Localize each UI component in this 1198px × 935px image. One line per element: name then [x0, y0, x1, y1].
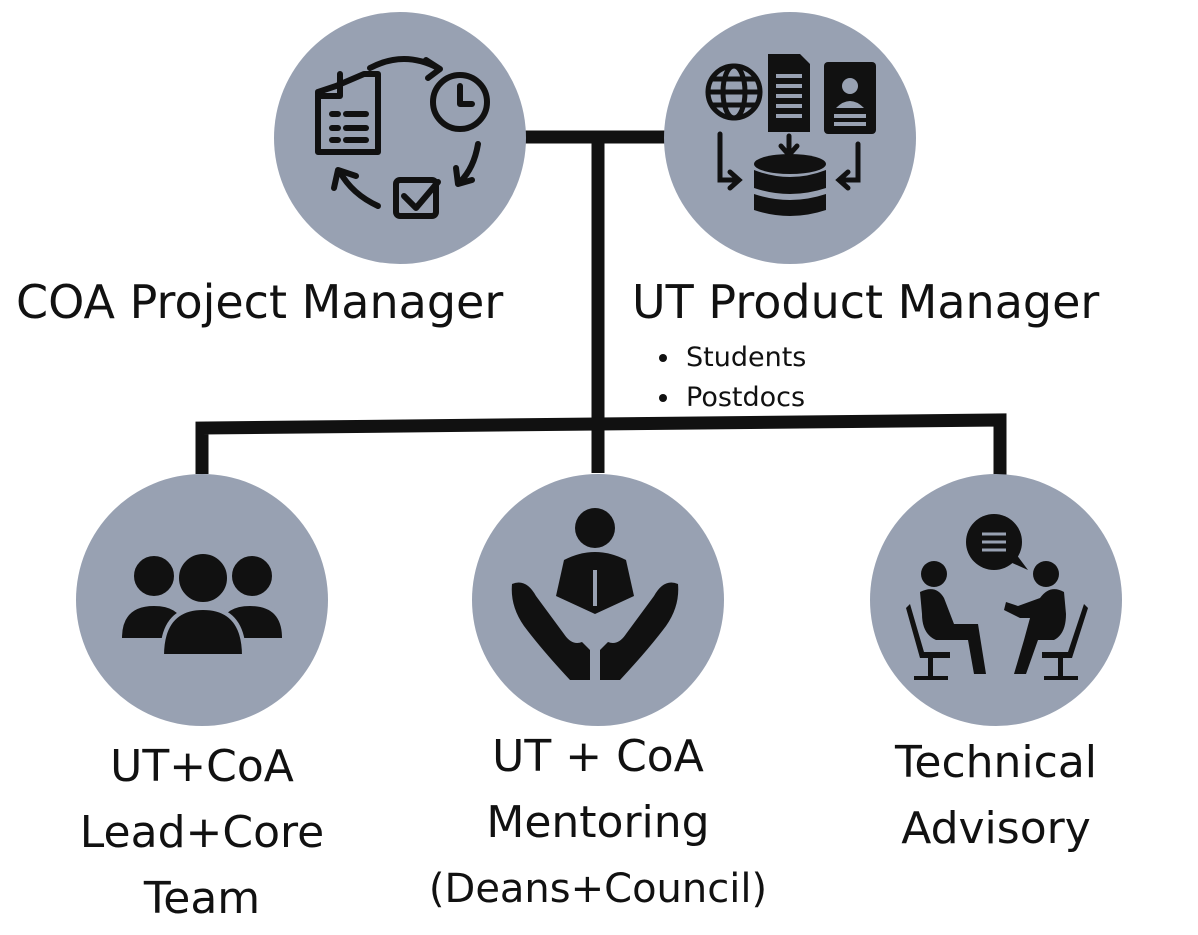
process-cycle-icon: [315, 56, 490, 219]
consultation-conversation-icon: [906, 514, 1088, 680]
label-line: UT + CoA: [492, 731, 704, 782]
node-technical-advisory: [870, 474, 1122, 726]
label-line: Mentoring: [486, 797, 710, 848]
label-line: Advisory: [901, 803, 1091, 854]
product-manager-bullet-list: Students Postdocs: [640, 338, 806, 418]
node-ut-product-manager: [664, 12, 916, 264]
bullet-item: Postdocs: [682, 378, 806, 418]
node-label-mentoring: UT + CoA Mentoring (Deans+Council): [398, 724, 798, 922]
label-line: Lead+Core: [79, 807, 325, 858]
node-label-ut-product-manager: UT Product Manager: [632, 275, 1100, 329]
label-line: Team: [143, 873, 261, 924]
label-line: UT+CoA: [110, 741, 294, 792]
mentoring-hands-book-icon: [511, 508, 679, 680]
connector-bottom-bracket: [195, 413, 1007, 476]
node-mentoring: [472, 474, 724, 726]
node-label-coa-project-manager: COA Project Manager: [16, 275, 504, 329]
node-label-technical-advisory: Technical Advisory: [846, 730, 1146, 862]
node-lead-core-team: [76, 474, 328, 726]
data-integration-icon: [705, 54, 876, 216]
team-group-icon: [118, 550, 286, 658]
label-line: (Deans+Council): [428, 866, 768, 912]
node-coa-project-manager: [274, 12, 526, 264]
node-label-lead-core-team: UT+CoA Lead+Core Team: [52, 734, 352, 932]
label-line: Technical: [894, 737, 1098, 788]
bullet-item: Students: [682, 338, 806, 378]
